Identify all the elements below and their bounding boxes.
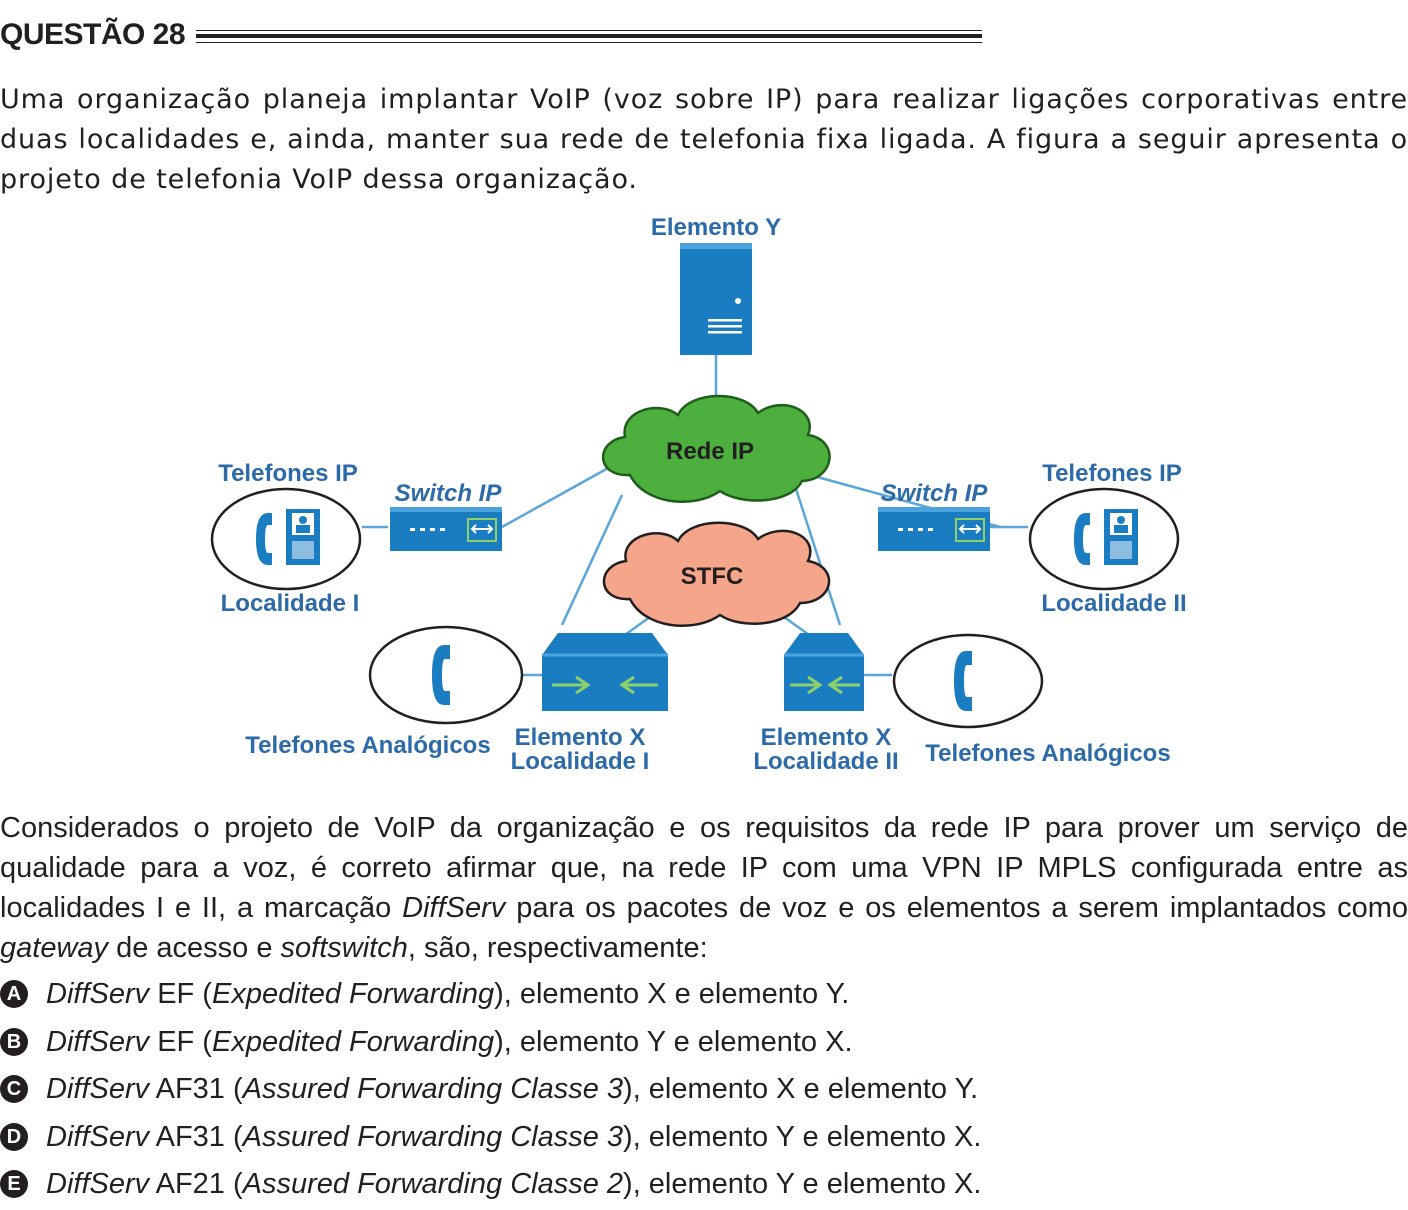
server-icon	[680, 243, 752, 355]
option-e-code: AF21 (	[149, 1168, 243, 1201]
statement-gateway: gateway	[0, 932, 109, 964]
option-a[interactable]: A DiffServ EF (Expedited Forwarding), el…	[0, 972, 1100, 1020]
option-a-text: DiffServ EF (Expedited Forwarding), elem…	[46, 972, 849, 1016]
option-b-rest: ), elemento Y e elemento X.	[494, 1025, 853, 1058]
option-a-rest: ), elemento X e elemento Y.	[494, 978, 850, 1010]
right-switch-label: Switch IP	[881, 480, 989, 507]
question-intro: Uma organização planeja implantar VoIP (…	[0, 84, 1408, 195]
right-element-x-label: Elemento X	[761, 724, 892, 751]
option-c-rest: ), elemento X e elemento Y.	[623, 1073, 979, 1106]
option-e-term: DiffServ	[46, 1168, 150, 1201]
element-y-label: Elemento Y	[651, 214, 781, 241]
right-element-x-location: Localidade II	[753, 748, 898, 775]
option-e-rest: ), elemento Y e elemento X.	[623, 1168, 982, 1201]
option-b-code: EF (	[149, 1025, 212, 1058]
right-location-label: Localidade II	[1041, 590, 1186, 617]
statement-part-2: para os pacotes de voz e os elementos a …	[505, 892, 1408, 924]
option-a-term: DiffServ	[46, 978, 150, 1010]
option-b-full: Expedited Forwarding	[211, 1025, 495, 1058]
answer-options: A DiffServ EF (Expedited Forwarding), el…	[0, 972, 1100, 1210]
right-switch-icon	[878, 507, 990, 551]
option-d-full: Assured Forwarding Classe 3	[242, 1120, 624, 1153]
left-element-x-label: Elemento X	[515, 724, 646, 751]
right-analog-phone-icon	[954, 651, 972, 711]
option-e-full: Assured Forwarding Classe 2	[242, 1168, 624, 1201]
left-gateway-icon	[542, 633, 668, 711]
option-d-text: DiffServ AF31 (Assured Forwarding Classe…	[46, 1115, 981, 1159]
header-rule-thick	[196, 34, 982, 38]
option-a-full: Expedited Forwarding	[211, 978, 495, 1010]
option-c-text: DiffServ AF31 (Assured Forwarding Classe…	[46, 1067, 978, 1111]
option-a-letter: A	[0, 980, 28, 1008]
option-d-code: AF31 (	[149, 1120, 243, 1153]
pstn-cloud: STFC	[602, 521, 831, 627]
option-b-text: DiffServ EF (Expedited Forwarding), elem…	[46, 1020, 853, 1064]
left-ip-phones-label: Telefones IP	[218, 460, 358, 487]
right-gateway-icon	[784, 633, 864, 711]
statement-softswitch: softswitch	[280, 932, 408, 964]
left-analog-phones-group	[368, 625, 524, 725]
left-ip-phone-icon	[256, 509, 320, 565]
statement-part-4: , são, respectivamente:	[407, 932, 708, 964]
statement-part-1: Considerados o projeto de VoIP da organi…	[0, 812, 1408, 924]
option-d[interactable]: D DiffServ AF31 (Assured Forwarding Clas…	[0, 1115, 1100, 1163]
left-switch-label: Switch IP	[395, 480, 503, 507]
ip-network-cloud: Rede IP	[601, 394, 831, 503]
option-c-term: DiffServ	[46, 1073, 150, 1106]
ip-network-label: Rede IP	[666, 438, 754, 465]
voip-network-diagram: Elemento Y Rede IP STFC Telefones IP Loc…	[210, 214, 1187, 775]
left-element-x-location: Localidade I	[511, 748, 650, 775]
option-a-code: EF (	[149, 978, 212, 1010]
right-analog-phones-group	[892, 633, 1044, 729]
header-rule-top	[196, 30, 982, 31]
left-analog-phones-label: Telefones Analógicos	[245, 732, 490, 759]
option-b-term: DiffServ	[46, 1025, 150, 1058]
left-location-label: Localidade I	[221, 590, 360, 617]
option-c[interactable]: C DiffServ AF31 (Assured Forwarding Clas…	[0, 1067, 1100, 1115]
pstn-label: STFC	[681, 563, 744, 590]
statement-diffserv: DiffServ	[402, 892, 506, 924]
option-e-text: DiffServ AF21 (Assured Forwarding Classe…	[46, 1162, 981, 1206]
option-e[interactable]: E DiffServ AF21 (Assured Forwarding Clas…	[0, 1162, 1100, 1210]
left-analog-phone-icon	[432, 645, 450, 705]
option-c-code: AF31 (	[149, 1073, 243, 1106]
right-ip-phone-icon	[1074, 509, 1138, 565]
option-b-letter: B	[0, 1027, 28, 1056]
right-ip-phones-label: Telefones IP	[1042, 460, 1182, 487]
statement-part-3: de acesso e	[108, 932, 281, 964]
question-header: QUESTÃO 28	[0, 14, 990, 54]
question-title: QUESTÃO 28	[0, 18, 186, 51]
option-d-term: DiffServ	[46, 1120, 150, 1153]
option-c-full: Assured Forwarding Classe 3	[242, 1073, 624, 1106]
option-d-letter: D	[0, 1122, 28, 1151]
question-statement: Considerados o projeto de VoIP da organi…	[0, 808, 1408, 968]
option-b[interactable]: B DiffServ EF (Expedited Forwarding), el…	[0, 1020, 1100, 1068]
option-c-letter: C	[0, 1075, 28, 1104]
header-rule-bottom	[196, 42, 982, 43]
left-switch-icon	[390, 507, 502, 551]
option-e-letter: E	[0, 1170, 28, 1199]
option-d-rest: ), elemento Y e elemento X.	[623, 1120, 982, 1153]
right-analog-phones-label: Telefones Analógicos	[925, 740, 1170, 767]
